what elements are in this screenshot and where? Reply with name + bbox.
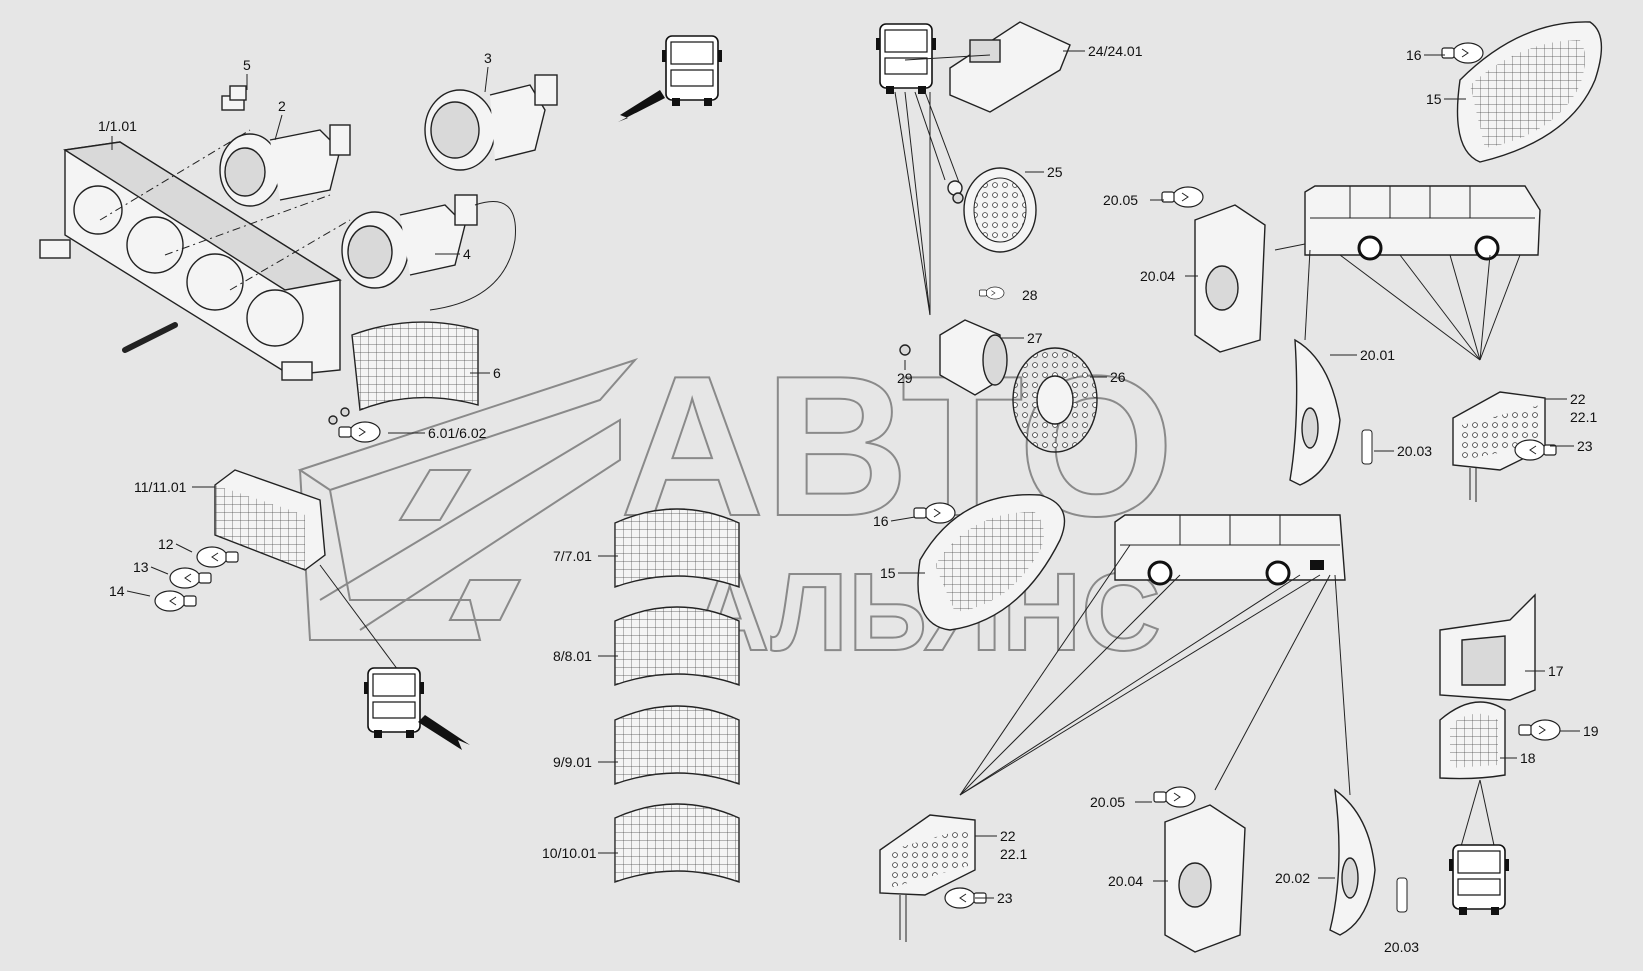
label-26: 26 — [1110, 369, 1126, 385]
label-17: 17 — [1548, 663, 1564, 679]
bulb-icon — [1396, 877, 1408, 913]
label-8: 8/8.01 — [553, 648, 592, 664]
label-23b: 23 — [997, 890, 1013, 906]
bulb-icon — [169, 567, 212, 589]
label-20-05a: 20.05 — [1103, 192, 1138, 208]
lens-9 — [614, 705, 740, 785]
bulb-icon — [338, 421, 381, 443]
screw-icon — [328, 415, 338, 425]
fog-lamp-25 — [963, 167, 1037, 253]
lens-10 — [614, 803, 740, 883]
rear-lamp-11 — [214, 469, 326, 571]
fog-bezel-26 — [1012, 347, 1098, 453]
label-9: 9/9.01 — [553, 754, 592, 770]
label-20-04b: 20.04 — [1108, 873, 1143, 889]
bulb-icon — [154, 590, 197, 612]
screw-icon — [340, 407, 350, 417]
label-6: 6 — [493, 365, 501, 381]
label-16b: 16 — [873, 513, 889, 529]
bus-front-icon — [1448, 844, 1510, 916]
lens-8 — [614, 606, 740, 686]
label-5: 5 — [243, 57, 251, 73]
marker-lamp-22 — [879, 814, 976, 942]
label-12: 12 — [158, 536, 174, 552]
label-6-01: 6.01/6.02 — [428, 425, 487, 441]
view-arrow-icon — [418, 715, 470, 750]
label-20-01: 20.01 — [1360, 347, 1395, 363]
label-24: 24/24.01 — [1088, 43, 1143, 59]
bracket-17 — [1439, 593, 1536, 701]
side-lamp-15 — [917, 493, 1066, 631]
bulb-icon — [196, 546, 239, 568]
clearance-lamp-20-04 — [1194, 204, 1266, 353]
side-lamp-15 — [1456, 21, 1603, 163]
screw-icon — [899, 344, 911, 356]
interior-lamp-24 — [949, 21, 1071, 113]
label-19: 19 — [1583, 723, 1599, 739]
bus-side-icon — [1114, 514, 1346, 586]
mounting-screw — [122, 322, 178, 353]
bus-side-icon — [1304, 185, 1541, 261]
label-15b: 15 — [880, 565, 896, 581]
step-lamp-18 — [1439, 701, 1506, 780]
bulb-holder-5 — [221, 85, 247, 111]
marker-lamp-20-02 — [1329, 788, 1376, 936]
label-22-1a: 22.1 — [1570, 409, 1597, 425]
washer-icon — [952, 192, 964, 204]
label-1: 1/1.01 — [98, 118, 137, 134]
label-27: 27 — [1027, 330, 1043, 346]
headlamp-unit-2 — [219, 124, 351, 207]
marker-lamp-20-01 — [1289, 338, 1341, 486]
label-20-04a: 20.04 — [1140, 268, 1175, 284]
turn-lens-6 — [351, 321, 479, 411]
watermark-logo — [297, 357, 639, 641]
label-4: 4 — [463, 246, 471, 262]
label-20-03a: 20.03 — [1397, 443, 1432, 459]
view-arrow-icon — [618, 90, 665, 122]
label-22-1b: 22.1 — [1000, 846, 1027, 862]
bus-rear-icon — [363, 667, 425, 739]
bulb-icon — [1361, 429, 1373, 465]
headlamp-unit-3 — [424, 74, 558, 171]
bulb-icon — [1518, 719, 1561, 741]
label-13: 13 — [133, 559, 149, 575]
bulb-icon — [1161, 186, 1204, 208]
label-10: 10/10.01 — [542, 845, 597, 861]
label-7: 7/7.01 — [553, 548, 592, 564]
label-20-03b: 20.03 — [1384, 939, 1419, 955]
label-3: 3 — [484, 50, 492, 66]
label-11: 11/11.01 — [134, 479, 187, 495]
label-20-02: 20.02 — [1275, 870, 1310, 886]
label-25: 25 — [1047, 164, 1063, 180]
label-15a: 15 — [1426, 91, 1442, 107]
label-23a: 23 — [1577, 438, 1593, 454]
headlamp-unit-4 — [341, 194, 516, 311]
label-20-05b: 20.05 — [1090, 794, 1125, 810]
bulb-icon — [1153, 786, 1196, 808]
label-14: 14 — [109, 583, 125, 599]
label-29: 29 — [897, 370, 913, 386]
label-22b: 22 — [1000, 828, 1016, 844]
bus-front-icon — [661, 35, 723, 107]
lens-7 — [614, 508, 740, 588]
bulb-icon — [1514, 439, 1557, 461]
bulb-icon — [979, 286, 1005, 300]
label-18: 18 — [1520, 750, 1536, 766]
label-16a: 16 — [1406, 47, 1422, 63]
label-28: 28 — [1022, 287, 1038, 303]
fog-lamp-27 — [939, 319, 1008, 396]
label-2: 2 — [278, 98, 286, 114]
bulb-icon — [1441, 42, 1484, 64]
label-22a: 22 — [1570, 391, 1586, 407]
clearance-lamp-20-04 — [1164, 804, 1246, 953]
